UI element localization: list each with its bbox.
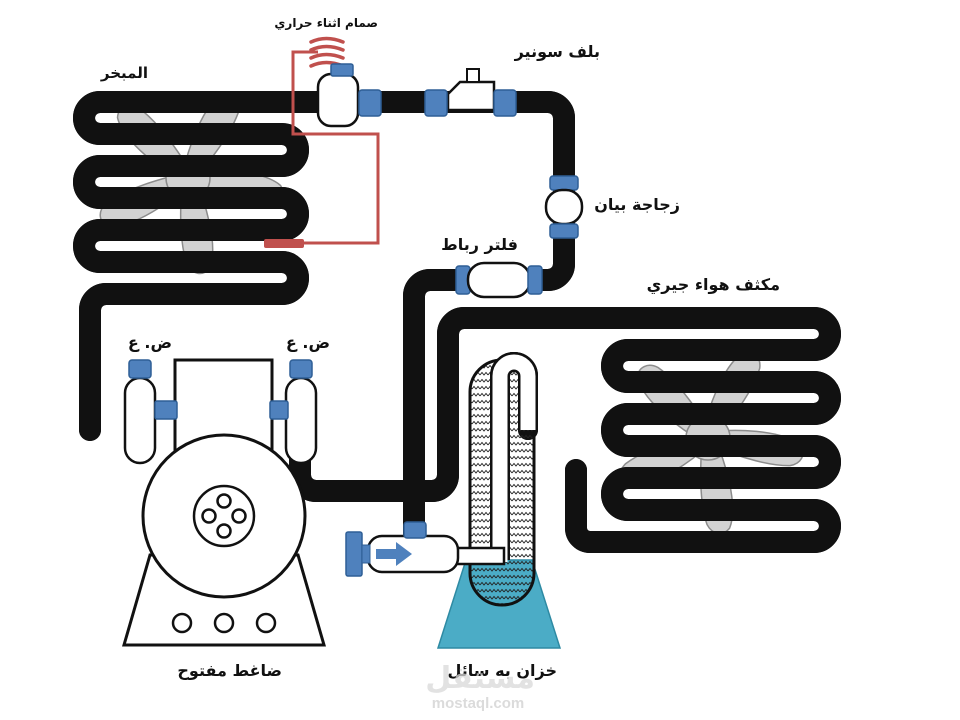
watermark-arabic: مستقل xyxy=(425,662,535,695)
evaporator-fan-icon xyxy=(94,85,287,276)
compressor xyxy=(122,358,326,647)
label-high-pressure: ض. ع xyxy=(286,333,330,352)
label-evaporator: المبخر xyxy=(100,64,148,82)
label-compressor: ضاغط مفتوح xyxy=(177,661,282,680)
solenoid-valve xyxy=(424,68,517,117)
pressure-loop-high xyxy=(269,359,318,465)
expansion-valve xyxy=(316,63,382,128)
label-receiver: خزان به سائل xyxy=(447,661,557,680)
thermal-bulb-line xyxy=(264,50,380,248)
watermark: مستقل mostaql.com xyxy=(425,662,535,712)
filter-drier xyxy=(455,261,543,299)
label-condenser: مكثف هواء جيري xyxy=(647,275,780,295)
label-solenoid-valve: بلف سونير xyxy=(514,42,600,61)
label-sight-glass: زجاجة بيان xyxy=(594,195,680,214)
pressure-loop-low xyxy=(123,359,178,465)
label-thermostatic-valve: صمام اثناء حراري xyxy=(274,16,378,31)
watermark-latin: mostaql.com xyxy=(432,695,525,712)
liquid-receiver xyxy=(436,352,562,649)
labels: صمام اثناء حراري بلف سونير المبخر زجاجة … xyxy=(100,16,780,680)
label-low-pressure: ض. ع xyxy=(128,333,172,352)
receiver-outlet-valve xyxy=(345,521,506,577)
label-filter-drier: فلتر رباط xyxy=(441,235,518,254)
arrow-right-icon xyxy=(376,542,412,566)
sight-glass xyxy=(544,175,584,239)
